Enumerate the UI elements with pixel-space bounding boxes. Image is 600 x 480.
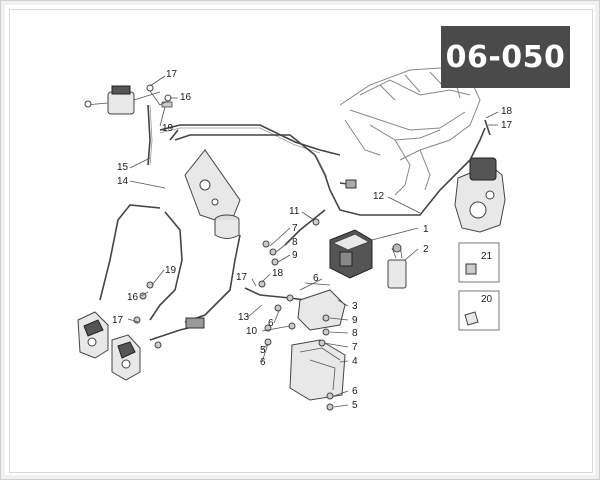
callout-5: 5	[352, 400, 358, 411]
callout-16: 16	[127, 292, 139, 303]
diagram-code-badge: 06-050	[441, 26, 570, 88]
callout-17: 17	[112, 315, 124, 326]
abs-cover-box	[289, 339, 346, 401]
callout-8: 8	[352, 328, 358, 339]
abs-relay	[387, 243, 407, 289]
callout-10: 10	[246, 326, 258, 337]
callout-18: 18	[501, 106, 513, 117]
callout-9: 9	[352, 315, 358, 326]
callout-14: 14	[117, 176, 129, 187]
callout-5: 5	[260, 345, 266, 356]
callout-1: 1	[423, 224, 429, 235]
callout-6: 6	[313, 273, 319, 284]
mounting-bracket	[184, 149, 241, 226]
abs-support-bracket	[297, 282, 346, 331]
callout-2: 2	[423, 244, 429, 255]
callout-20: 20	[481, 294, 493, 305]
callout-7: 7	[292, 223, 298, 234]
callout-11: 11	[289, 206, 300, 217]
front-master-cylinder	[84, 85, 161, 115]
fluid-reservoir	[214, 214, 240, 239]
callout-17: 17	[501, 120, 513, 131]
abs-modulator	[329, 229, 373, 279]
callout-19: 19	[165, 265, 177, 276]
callout-4: 4	[352, 356, 358, 367]
callout-7: 7	[352, 342, 358, 353]
callout-16: 16	[180, 92, 192, 103]
callout-9: 9	[292, 250, 298, 261]
callout-17: 17	[166, 69, 178, 80]
callout-18: 18	[272, 268, 284, 279]
callout-6: 6	[260, 357, 266, 368]
leader-lines	[127, 75, 499, 408]
brake-lines	[99, 104, 491, 341]
callout-19: 19	[162, 123, 174, 134]
banjo-fittings-top	[146, 84, 173, 108]
fasteners	[133, 179, 357, 411]
callout-6: 6	[268, 318, 274, 329]
callout-17: 17	[236, 272, 248, 283]
callout-3: 3	[352, 301, 358, 312]
front-brake-calipers	[77, 311, 141, 381]
callout-12: 12	[373, 191, 385, 202]
callout-21: 21	[481, 251, 493, 262]
callout-8: 8	[292, 237, 298, 248]
callout-15: 15	[117, 162, 129, 173]
callout-13: 13	[238, 312, 250, 323]
rear-brake-caliper	[454, 157, 506, 233]
detail-boxes	[458, 242, 500, 331]
motorcycle-frame	[339, 67, 481, 196]
callout-6: 6	[352, 386, 358, 397]
diagram-inner-border	[9, 9, 593, 473]
callout-labels: 17 16 19 15 14 18 17 12 11 7 8 9 1 2 21 …	[112, 69, 513, 411]
